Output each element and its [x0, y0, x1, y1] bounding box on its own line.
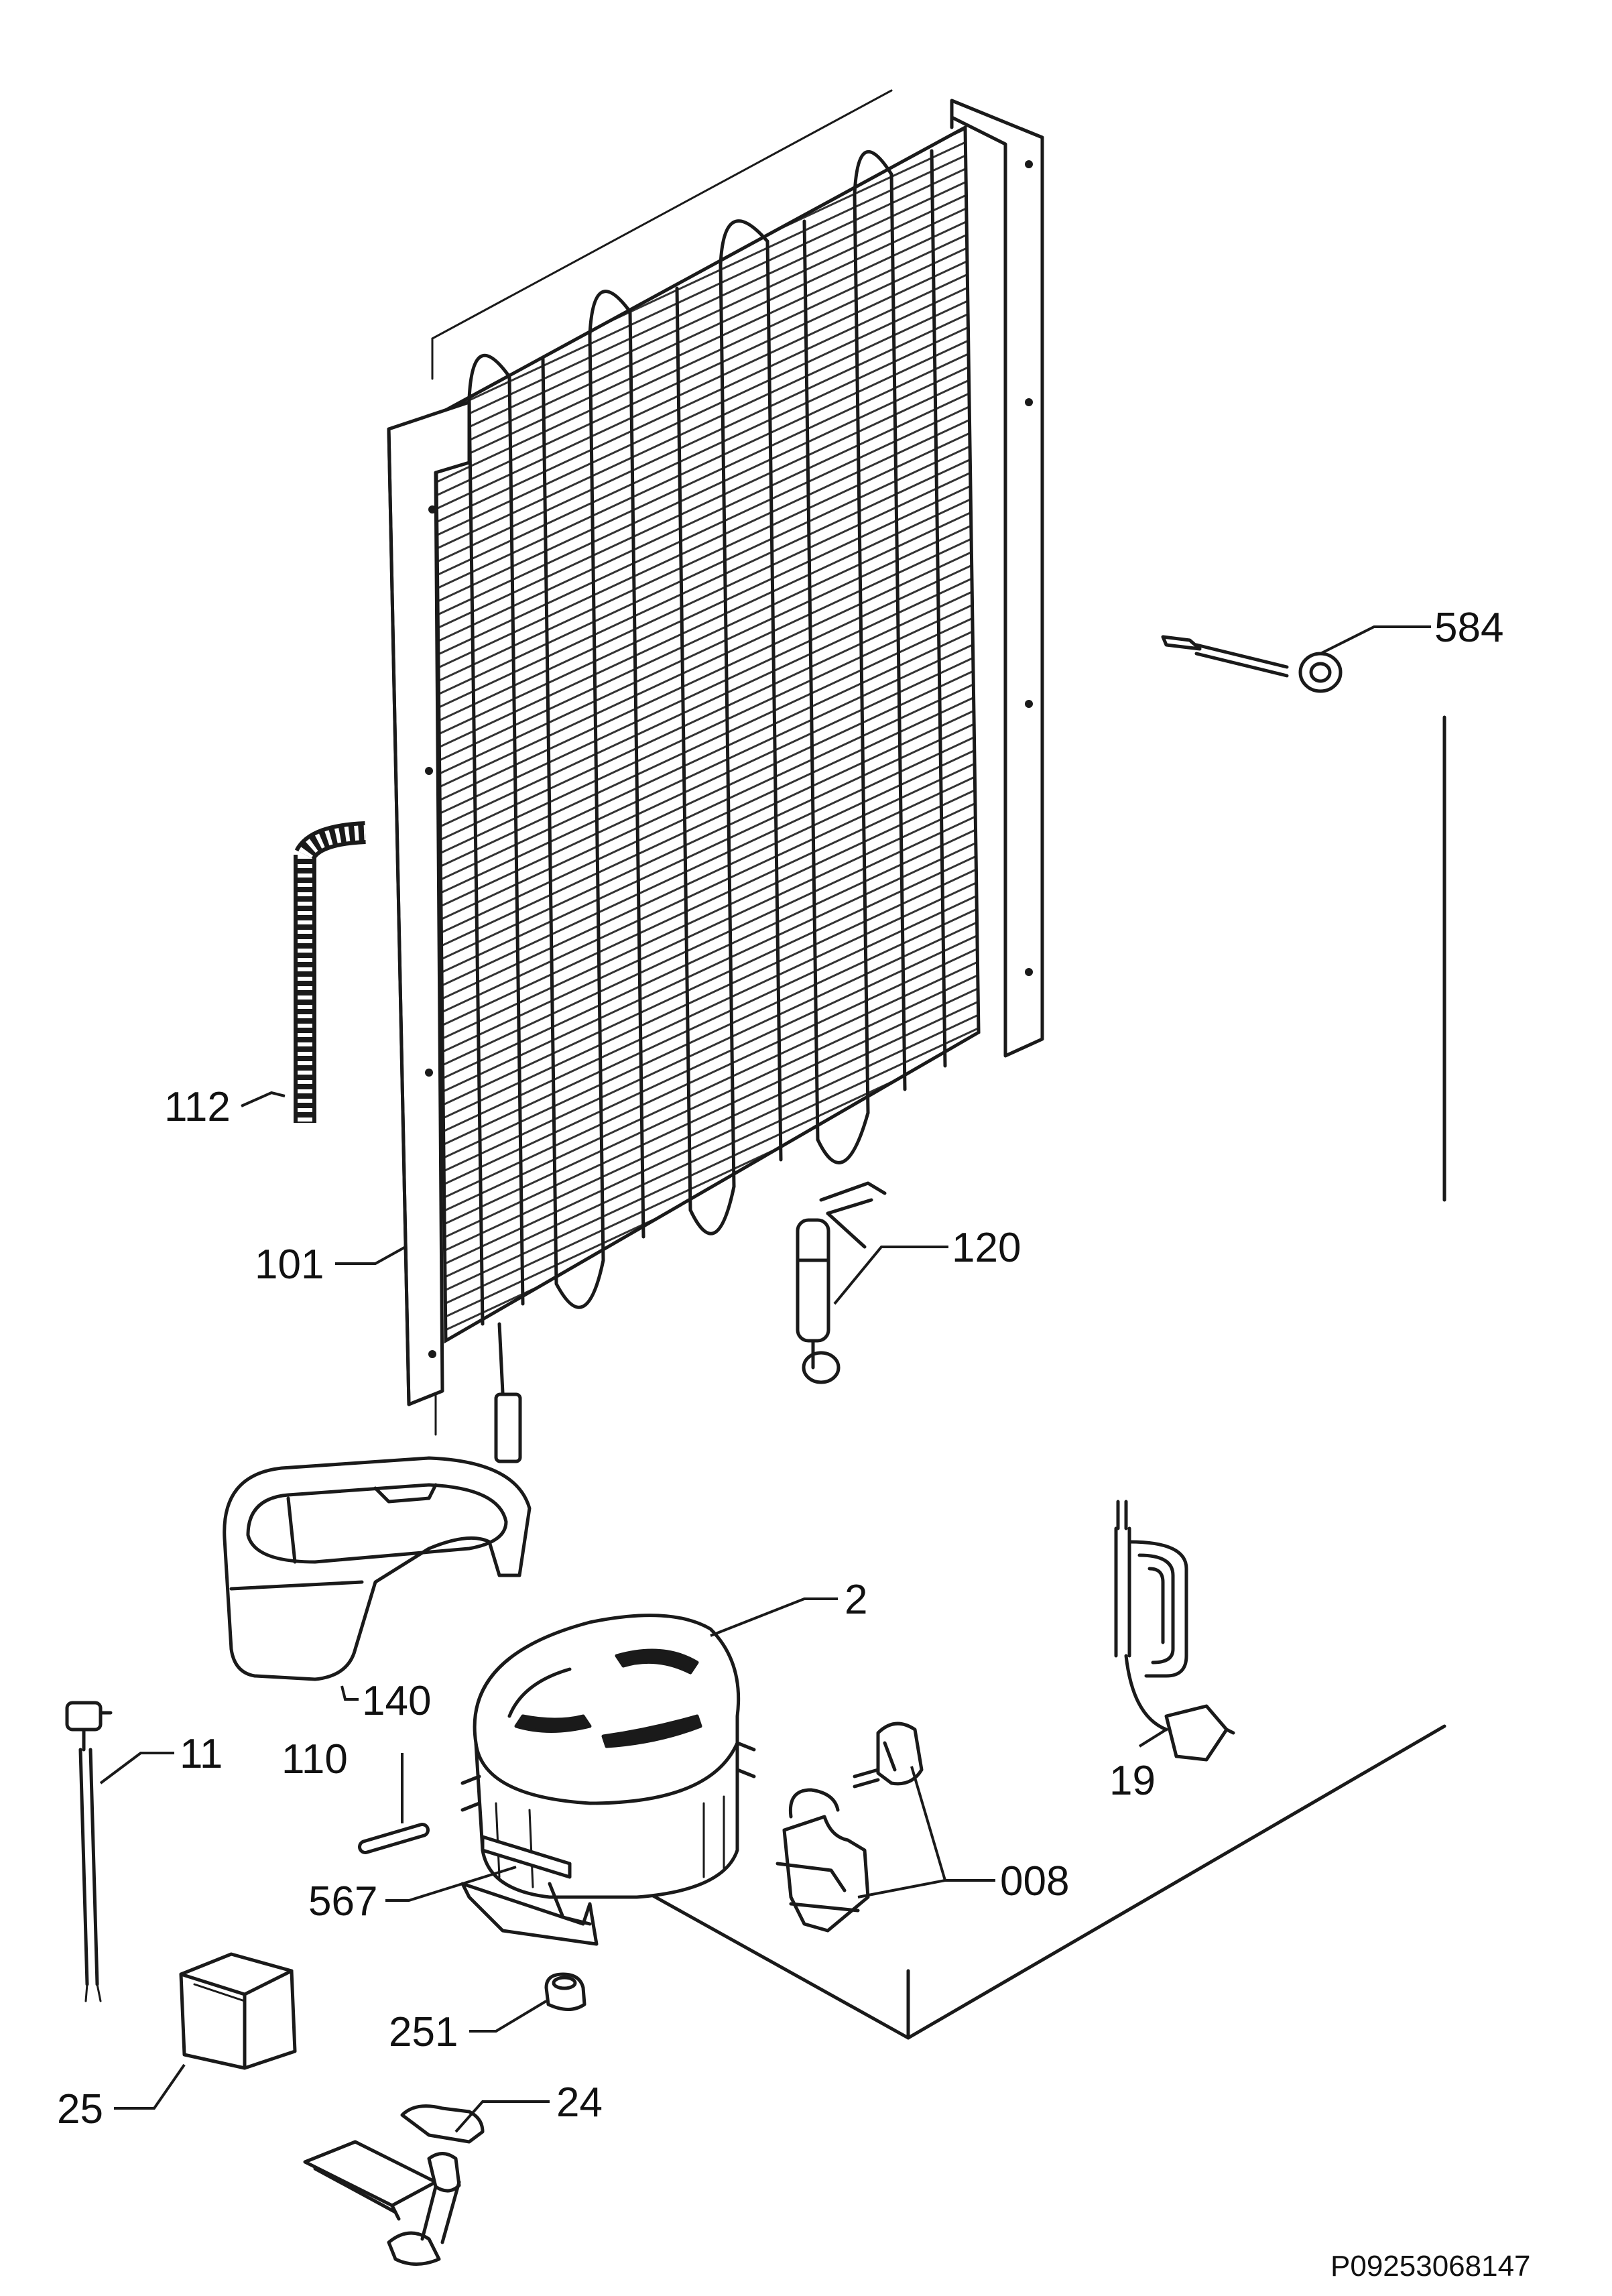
condenser-icon	[387, 99, 1044, 1463]
callout-251: 251	[389, 2009, 458, 2055]
callout-120: 120	[952, 1225, 1021, 1271]
callout-24: 24	[556, 2079, 603, 2126]
callout-140: 140	[362, 1678, 431, 1724]
wire-tube-icon	[294, 821, 366, 1123]
callout-19: 19	[1109, 1758, 1156, 1804]
callout-567: 567	[308, 1878, 377, 1925]
dryer-filter-icon	[796, 1181, 887, 1384]
compressor-icon	[460, 1614, 756, 1946]
callout-008: 008	[1000, 1858, 1069, 1905]
reference-code: P09253068147	[1330, 2250, 1531, 2283]
callout-101: 101	[255, 1242, 324, 1288]
drip-tray-icon	[223, 1456, 532, 1681]
callout-labels: 584 112 101 120 140 2 11 110 567 008 19 …	[57, 605, 1531, 2283]
callout-112: 112	[164, 1084, 231, 1130]
clamp-bracket-icon	[303, 2104, 485, 2266]
relay-box-icon	[179, 1952, 297, 2070]
leader-lines	[99, 625, 1431, 2133]
callout-11: 11	[180, 1731, 223, 1777]
thermostat-cable-icon	[65, 1701, 113, 2002]
cabinet-outline	[431, 89, 1446, 2040]
pin-icon	[358, 1823, 430, 1854]
callout-584: 584	[1434, 605, 1503, 651]
callout-25: 25	[57, 2086, 103, 2132]
hose-connector-icon	[1161, 635, 1343, 693]
relay-kit-icon	[776, 1721, 924, 1933]
power-cord-icon	[1114, 1500, 1235, 1762]
callout-2: 2	[845, 1577, 867, 1623]
callout-110: 110	[282, 1736, 348, 1783]
grommet-icon	[544, 1972, 586, 2011]
